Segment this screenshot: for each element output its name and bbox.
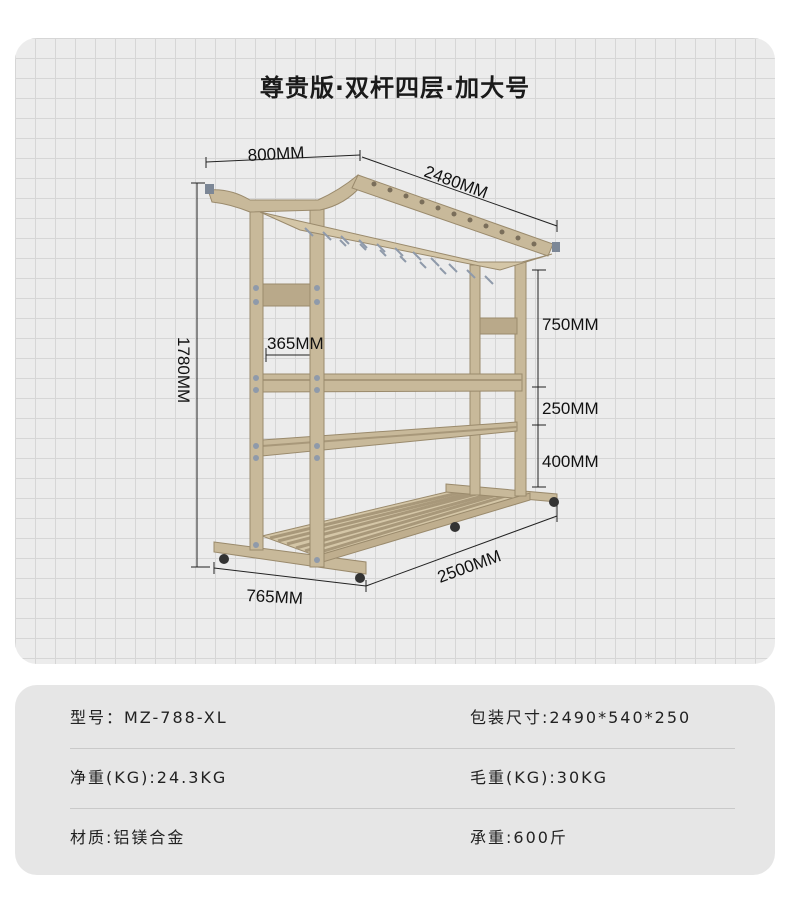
spec-row: 净重(KG):24.3KG 毛重(KG):30KG: [70, 748, 735, 809]
dim-base-width: 765MM: [246, 586, 304, 608]
dim-shelf-depth: 365MM: [267, 334, 324, 353]
dim-top-width: 800MM: [247, 143, 305, 165]
spec-load-capacity: 承重:600斤: [470, 828, 568, 847]
spec-model: 型号：MZ-788-XL: [70, 708, 228, 727]
dim-base-length: 2500MM: [435, 546, 504, 586]
rack-diagram: 800MM 2480MM 1780MM 365MM 750MM 250MM 40…: [174, 143, 599, 608]
dim-height: 1780MM: [174, 337, 193, 403]
spec-gross-weight: 毛重(KG):30KG: [470, 768, 609, 787]
dim-gap-top: 750MM: [542, 315, 599, 334]
hanger-hooks: [304, 227, 494, 285]
spec-material: 材质:铝镁合金: [70, 828, 186, 847]
diagram-panel: [15, 38, 775, 664]
dim-gap-middle: 250MM: [542, 399, 599, 418]
dimension-lines: [191, 150, 558, 592]
caster-wheels: [219, 497, 559, 583]
screws: [253, 285, 320, 563]
middle-shelves: [261, 283, 523, 457]
dim-gap-bottom: 400MM: [542, 452, 599, 471]
dim-top-length: 2480MM: [422, 162, 491, 202]
rail-holes: [371, 181, 537, 247]
spec-row: 材质:铝镁合金 承重:600斤: [70, 808, 735, 868]
top-rail: [205, 174, 560, 285]
page-title: 尊贵版·双杆四层·加大号: [259, 74, 531, 102]
spec-panel: 型号：MZ-788-XL 包装尺寸:2490*540*250 净重(KG):24…: [15, 685, 775, 875]
spec-net-weight: 净重(KG):24.3KG: [70, 768, 228, 787]
base-slats: [269, 490, 513, 556]
spec-row: 型号：MZ-788-XL 包装尺寸:2490*540*250: [70, 688, 735, 749]
back-crossbar: [479, 317, 518, 335]
spec-package-size: 包装尺寸:2490*540*250: [470, 708, 692, 727]
base-shelf: [213, 483, 558, 575]
